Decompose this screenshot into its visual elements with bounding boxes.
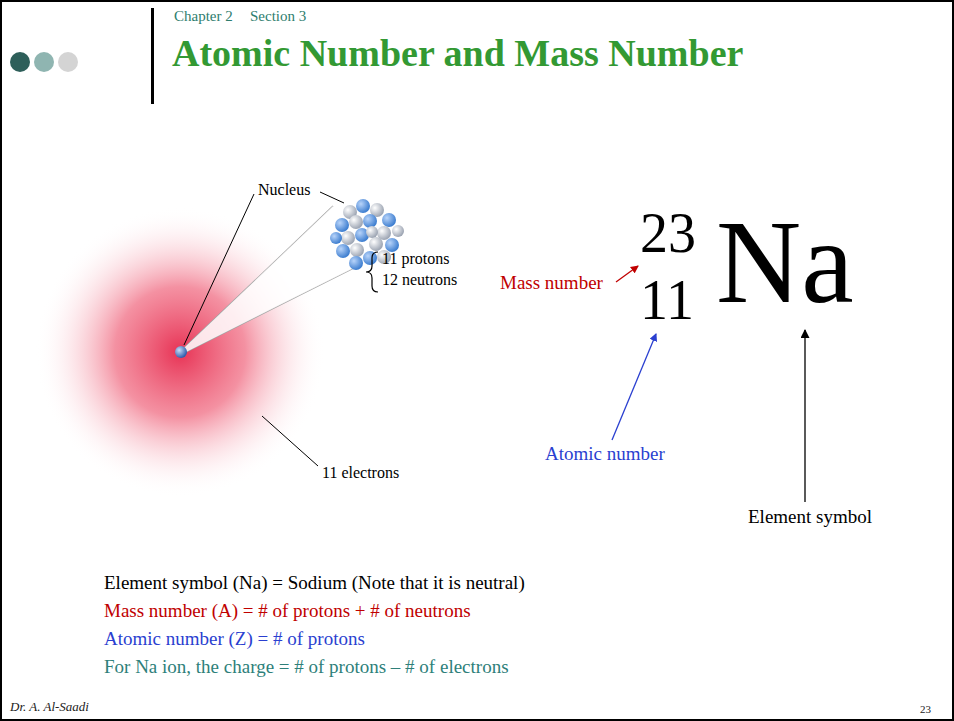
decor-dot bbox=[34, 52, 54, 72]
note-line: Element symbol (Na) = Sodium (Note that … bbox=[104, 572, 525, 594]
nucleus-dot bbox=[175, 346, 187, 358]
pointer-arrow bbox=[804, 330, 805, 502]
proton bbox=[382, 213, 396, 227]
zoom-wedge bbox=[182, 206, 358, 354]
neutron bbox=[341, 231, 355, 245]
part-label: Nucleus bbox=[258, 181, 310, 199]
proton bbox=[336, 244, 350, 258]
mass-number: 23 bbox=[640, 205, 696, 261]
proton bbox=[385, 238, 399, 252]
pointer-arrow bbox=[612, 334, 656, 440]
count-label: 11 electrons bbox=[322, 464, 399, 482]
proton bbox=[335, 218, 349, 232]
proton bbox=[356, 199, 370, 213]
proton bbox=[363, 214, 377, 228]
neutron bbox=[369, 237, 383, 251]
count-label: 11 protons bbox=[382, 250, 449, 268]
callout-label: Element symbol bbox=[748, 506, 872, 528]
neutron bbox=[349, 215, 363, 229]
pointer-arrow bbox=[616, 266, 638, 282]
callout-label: Atomic number bbox=[545, 443, 665, 465]
leader-line bbox=[184, 194, 254, 345]
decor-dot bbox=[10, 52, 30, 72]
brace bbox=[366, 252, 378, 292]
page-number: 23 bbox=[920, 703, 931, 716]
atomic-number: 11 bbox=[640, 272, 694, 328]
author-footer: Dr. A. Al-Saadi bbox=[10, 700, 89, 715]
proton bbox=[330, 232, 342, 244]
neutron bbox=[366, 226, 378, 238]
element-symbol: Na bbox=[716, 204, 854, 322]
proton bbox=[349, 256, 363, 270]
note-line: For Na ion, the charge = # of protons – … bbox=[104, 656, 509, 678]
chapter-label: Chapter 2 bbox=[174, 8, 233, 25]
note-line: Atomic number (Z) = # of protons bbox=[104, 628, 365, 650]
decor-dot bbox=[58, 52, 78, 72]
electron-cloud bbox=[35, 207, 325, 497]
leader-line bbox=[262, 416, 318, 466]
header-bar bbox=[151, 8, 154, 104]
neutron bbox=[392, 225, 404, 237]
callout-label: Mass number bbox=[500, 272, 603, 294]
section-label: Section 3 bbox=[250, 8, 306, 25]
count-label: 12 neutrons bbox=[382, 271, 457, 289]
slide-title: Atomic Number and Mass Number bbox=[172, 32, 743, 76]
neutron bbox=[350, 243, 364, 257]
note-line: Mass number (A) = # of protons + # of ne… bbox=[104, 600, 471, 622]
leader-line bbox=[320, 192, 344, 203]
